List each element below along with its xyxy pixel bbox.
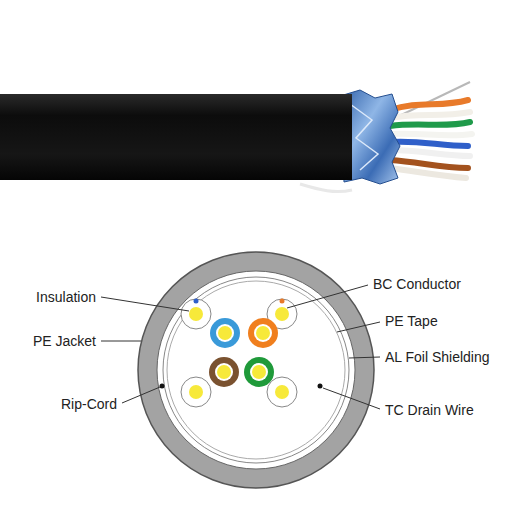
white-wire [390,134,472,136]
callout-label: AL Foil Shielding [384,349,491,365]
cable-jacket [0,94,352,180]
leader-lines [101,285,380,409]
stripe [280,299,285,304]
leader-line [101,341,141,342]
twisted-pairs [390,100,472,178]
conductor [217,365,231,379]
callout-label: PE Tape [384,313,439,329]
al-foil-ring [163,277,349,463]
blue-insulation [210,318,240,348]
callout-label: TC Drain Wire [384,402,475,418]
brown-insulation [209,357,239,387]
insulation [267,377,297,407]
leader-line [101,297,189,311]
colored-conductors [209,318,278,387]
gap [254,324,272,342]
white-wire [390,168,466,178]
stripe [194,299,199,304]
orange-wire [390,100,468,110]
callout-label: PE Jacket [32,333,97,349]
insulation [181,377,211,407]
callout-label: Rip-Cord [60,396,118,412]
callout-label: BC Conductor [372,276,462,292]
conductor [218,326,232,340]
conductor [256,326,270,340]
green-wire [390,122,470,126]
leader-line [323,388,380,409]
rip-cord-dot [160,384,165,389]
blue-wire [390,142,468,146]
conductor [275,385,289,399]
cross-section [138,252,374,488]
conductor [189,385,203,399]
foil-wrinkle [350,104,378,170]
pe-tape-ring [167,281,345,459]
inner-core [157,271,355,469]
white-conductors [181,299,297,408]
conductor [252,365,266,379]
white-wire [390,150,470,156]
cable-photo [0,82,472,192]
leader-line [349,357,380,358]
leader-line [287,285,368,308]
gap [216,324,234,342]
conductor [275,307,289,321]
callout-label: Insulation [35,289,97,305]
gap [250,363,268,381]
gap [215,363,233,381]
insulation [181,299,211,329]
drain-wire-dot [318,384,323,389]
pe-jacket [138,252,374,488]
orange-insulation [248,318,278,348]
white-wire [390,112,470,118]
leader-line [122,387,160,403]
leader-line [337,322,380,332]
rip-cord [300,184,352,192]
green-insulation [244,357,274,387]
conductor [189,307,203,321]
